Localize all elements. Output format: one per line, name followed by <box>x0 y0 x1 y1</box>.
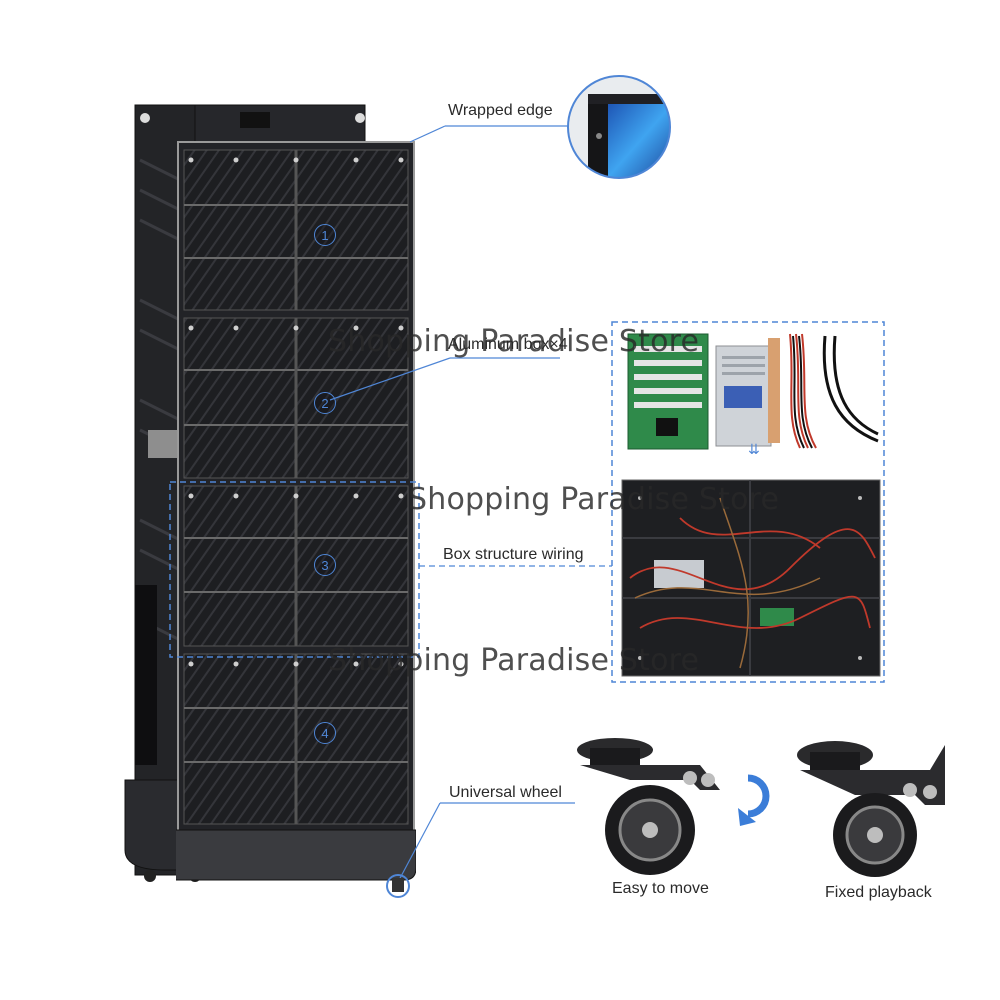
module-badge-3: 3 <box>314 554 336 576</box>
wrapped-edge-magnifier <box>567 75 671 179</box>
easy-to-move-label: Easy to move <box>612 880 709 897</box>
caster-easy-to-move <box>577 738 770 875</box>
caster-fixed-playback <box>797 741 945 877</box>
watermark-middle: Shopping Paradise Store <box>408 482 780 517</box>
universal-wheel-label: Universal wheel <box>449 784 562 801</box>
aluminum-box-label: Aluminum box×4 <box>448 336 568 353</box>
watermark-bottom: Shopping Paradise Store <box>328 643 700 678</box>
box-wiring-photo <box>621 479 881 677</box>
wrapped-edge-label: Wrapped edge <box>448 102 553 119</box>
module-badge-2: 2 <box>314 392 336 414</box>
fixed-playback-label: Fixed playback <box>825 884 932 901</box>
box-structure-wiring-label: Box structure wiring <box>443 546 584 563</box>
svg-text:⇊: ⇊ <box>748 442 760 456</box>
led-cabinet <box>176 141 416 881</box>
module-badge-1: 1 <box>314 224 336 246</box>
module-badge-4: 4 <box>314 722 336 744</box>
watermark-top: Shopping Paradise Store <box>328 324 700 359</box>
receiving-card-and-power-supply: ⇊ <box>627 333 879 456</box>
